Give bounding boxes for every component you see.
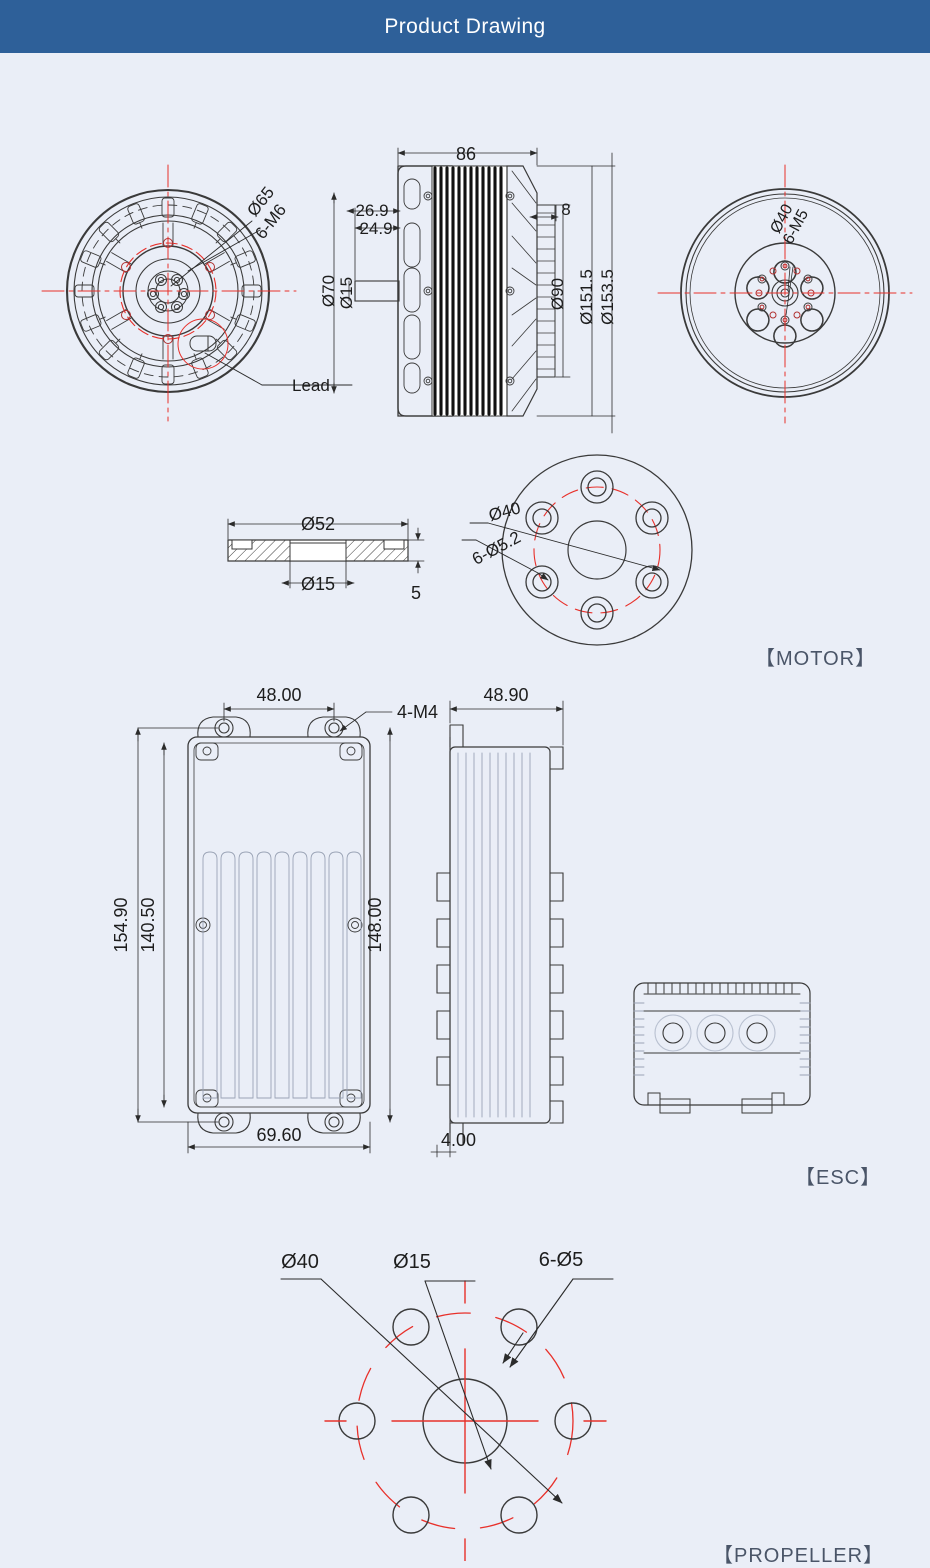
dim-d40-prop: Ø40 xyxy=(281,1251,319,1273)
dim-d40-flange: Ø40 xyxy=(487,498,523,525)
esc-end-view xyxy=(633,982,811,1114)
motor-flange-face-view xyxy=(461,454,693,646)
motor-flange-section-view xyxy=(227,518,425,589)
dim-d90: Ø90 xyxy=(548,278,567,310)
dim-d70: Ø70 xyxy=(319,275,338,307)
dim-26-9: 26.9 xyxy=(355,201,388,220)
dim-140-50: 140.50 xyxy=(138,897,158,952)
page-header: Product Drawing xyxy=(0,0,930,53)
dim-69-60: 69.60 xyxy=(256,1125,301,1145)
section-label-esc: 【ESC】 xyxy=(795,1167,882,1189)
dim-4m4: 4-M4 xyxy=(397,702,438,722)
esc-top-view xyxy=(135,702,393,1154)
motor-front-view xyxy=(41,164,353,422)
dim-d15-prop: Ø15 xyxy=(393,1251,431,1273)
dim-86: 86 xyxy=(456,144,476,164)
propeller-hub-view xyxy=(280,1278,614,1561)
esc-side-view xyxy=(430,700,564,1158)
dim-48-00: 48.00 xyxy=(256,685,301,705)
label-lead: Lead xyxy=(292,376,330,395)
dim-6d5: 6-Ø5 xyxy=(539,1249,583,1271)
dim-5: 5 xyxy=(411,583,421,603)
dim-48-90: 48.90 xyxy=(483,685,528,705)
motor-rear-view xyxy=(657,164,913,424)
technical-drawing-svg: Ø65 6-M6 Lead 86 26.9 24.9 8 Ø70 Ø15 Ø90… xyxy=(41,144,913,1561)
dim-d15-side: Ø15 xyxy=(337,277,356,309)
dim-d153-5: Ø153.5 xyxy=(598,269,617,325)
dim-148-00: 148.00 xyxy=(365,897,385,952)
dim-4-00: 4.00 xyxy=(441,1130,476,1150)
page-title: Product Drawing xyxy=(384,14,546,38)
dim-8: 8 xyxy=(561,200,570,219)
dim-d151-5: Ø151.5 xyxy=(577,269,596,325)
section-label-motor: 【MOTOR】 xyxy=(755,648,877,670)
dim-d15-flange: Ø15 xyxy=(301,574,335,594)
dim-24-9: 24.9 xyxy=(359,219,392,238)
motor-side-view xyxy=(331,147,616,434)
drawing-canvas: Ø65 6-M6 Lead 86 26.9 24.9 8 Ø70 Ø15 Ø90… xyxy=(0,53,930,1567)
dim-6d52: 6-Ø5.2 xyxy=(469,528,524,569)
dim-154-90: 154.90 xyxy=(111,897,131,952)
dim-d52: Ø52 xyxy=(301,514,335,534)
section-label-propeller: 【PROPELLER】 xyxy=(713,1545,885,1567)
